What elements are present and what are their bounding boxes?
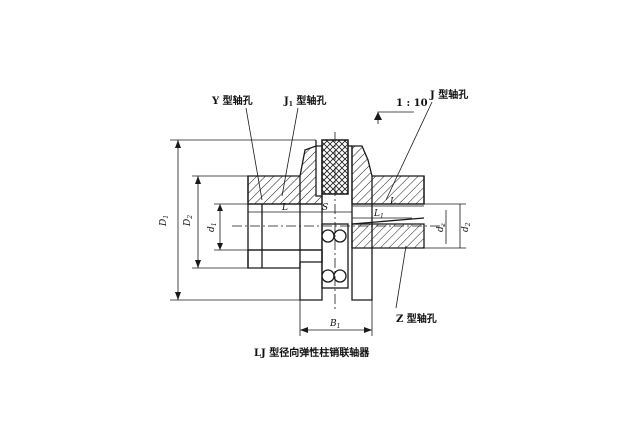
taper-leader <box>377 111 414 124</box>
taper-label: 1 : 10 <box>396 98 428 109</box>
pin-lower-1 <box>321 229 335 243</box>
pin-lower-4 <box>333 269 347 283</box>
z-bore-leader <box>395 245 407 309</box>
j1-bore-label: J1 型轴孔 <box>283 94 326 108</box>
S-label: S <box>322 203 328 213</box>
z-bore-label: Z 型轴孔 <box>396 312 437 325</box>
L-right-label: L <box>389 197 396 207</box>
dz-label: dz <box>436 222 447 232</box>
pin-lower-2 <box>333 229 347 243</box>
right-flange <box>351 146 373 301</box>
pin-lower-3 <box>321 269 335 283</box>
B1-label: B1 <box>329 319 340 330</box>
left-flange <box>299 145 323 301</box>
elastic-pin <box>321 139 349 195</box>
diagram-caption: LJ 型径向弹性柱销联轴器 <box>254 346 370 359</box>
j-bore-label: J 型轴孔 <box>429 88 468 101</box>
right-bore-taper <box>351 217 425 225</box>
j-bore-leader <box>385 101 433 201</box>
j1-bore-leader <box>281 107 299 197</box>
y-bore-leader <box>245 107 263 201</box>
D1-label: D1 <box>159 215 170 227</box>
L-left-label: L <box>281 203 288 213</box>
left-hub-section <box>247 145 323 205</box>
d2-label: d2 <box>461 222 472 232</box>
L1-label: L1 <box>373 209 384 220</box>
y-bore-label: Y 型轴孔 <box>211 94 253 107</box>
right-hub-lower <box>351 223 425 249</box>
d1-label: d1 <box>207 222 218 232</box>
D2-label: D2 <box>183 215 194 227</box>
left-hub-lower <box>247 249 323 269</box>
